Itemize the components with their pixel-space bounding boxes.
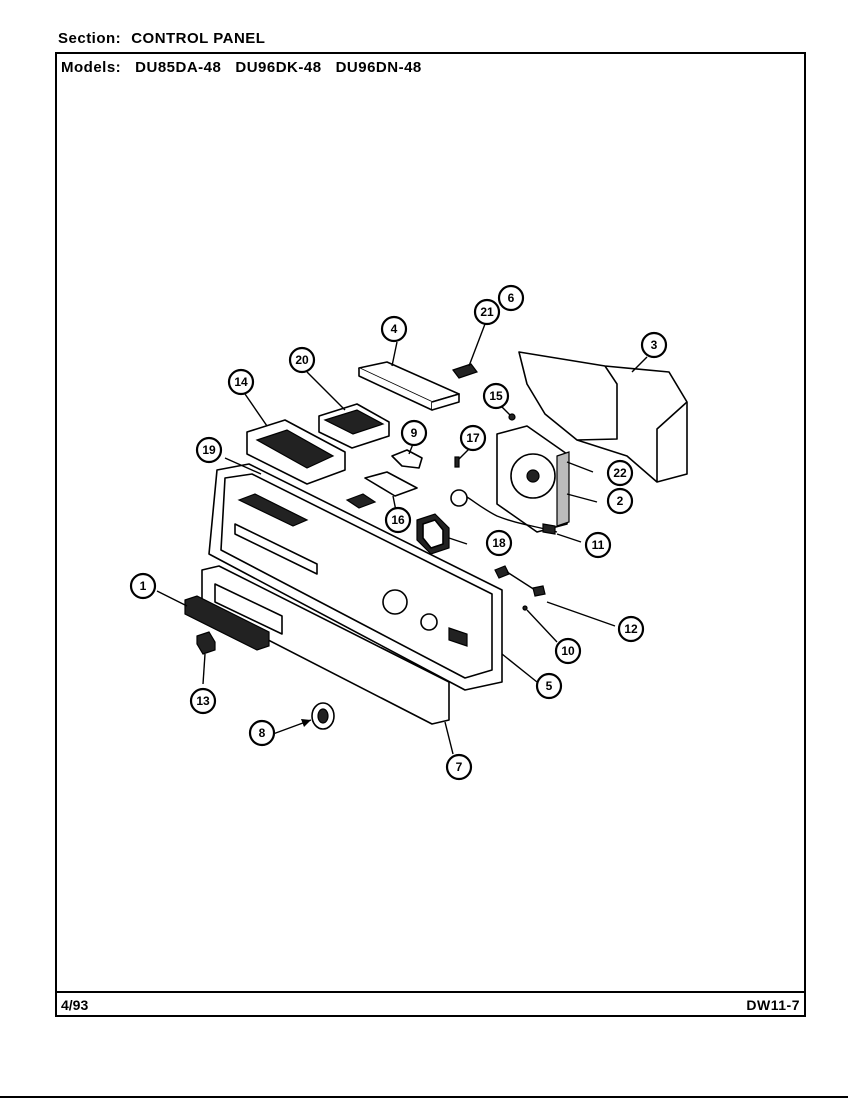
callout-6: 6 [497,284,525,312]
callout-1: 1 [129,572,157,600]
model-number: DU96DK-48 [235,59,322,76]
model-number: DU96DN-48 [335,59,422,76]
callout-20: 20 [288,346,316,374]
part-connector [494,565,616,643]
callout-22: 22 [606,459,634,487]
svg-text:19: 19 [202,443,216,457]
callout-18: 18 [485,529,513,557]
svg-text:11: 11 [592,538,605,552]
part-knob [272,702,335,735]
callout-10: 10 [554,637,582,665]
svg-text:3: 3 [651,338,658,352]
section-heading: Section: CONTROL PANEL [58,30,265,47]
models-heading: Models: DU85DA-48 DU96DK-48 DU96DN-48 [61,59,422,76]
svg-text:21: 21 [480,305,494,319]
callout-3: 3 [640,331,668,359]
section-value: CONTROL PANEL [131,30,266,47]
part-circuit-card [345,471,418,517]
revision-date: 4/93 [61,997,89,1013]
part-fastener [500,405,516,421]
section-label: Section: [58,30,122,47]
model-number: DU85DA-48 [135,59,222,76]
svg-text:22: 22 [613,466,627,480]
callout-17: 17 [459,424,487,452]
callout-7: 7 [445,753,473,781]
exploded-parts-diagram: 1 2 3 4 5 6 7 8 [129,284,688,781]
callout-9: 9 [400,419,428,447]
models-label: Models: [61,59,122,76]
part-heat-sink [306,371,390,449]
callout-2: 2 [606,487,634,515]
svg-text:16: 16 [391,513,405,527]
svg-text:13: 13 [196,694,210,708]
leader-line [224,457,262,475]
svg-text:9: 9 [411,426,418,440]
part-small-block [452,323,486,379]
part-back-housing [518,351,688,483]
svg-text:12: 12 [624,622,638,636]
part-screw [454,448,470,468]
callout-12: 12 [617,615,645,643]
callout-21: 21 [473,298,501,326]
svg-text:14: 14 [234,375,248,389]
svg-text:5: 5 [546,679,553,693]
part-switch [416,513,468,555]
footer-divider [57,991,804,993]
part-wire-harness [450,489,582,543]
callout-5: 5 [535,672,563,700]
part-relay-board [244,393,346,485]
svg-text:7: 7 [456,760,463,774]
svg-text:6: 6 [508,291,515,305]
svg-text:2: 2 [617,494,624,508]
callout-13: 13 [189,687,217,715]
svg-text:10: 10 [561,644,575,658]
part-display-window [156,590,270,651]
callout-11: 11 [584,531,612,559]
svg-text:8: 8 [259,726,266,740]
callout-16: 16 [384,506,412,534]
callout-8: 8 [248,719,276,747]
callout-19: 19 [195,436,223,464]
svg-text:20: 20 [295,353,309,367]
diagram-frame: Models: DU85DA-48 DU96DK-48 DU96DN-48 [55,52,806,1017]
part-button [196,631,216,685]
svg-text:15: 15 [489,389,503,403]
part-timer [496,425,598,533]
callout-15: 15 [482,382,510,410]
page-code: DW11-7 [746,997,800,1013]
part-console [208,463,538,691]
part-top-tray [358,341,460,411]
page-bottom-rule [0,1096,848,1098]
svg-text:17: 17 [466,431,480,445]
callout-4: 4 [380,315,408,343]
svg-text:18: 18 [492,536,506,550]
svg-text:4: 4 [391,322,398,336]
part-bracket [391,443,423,469]
callout-14: 14 [227,368,255,396]
svg-text:1: 1 [140,579,147,593]
